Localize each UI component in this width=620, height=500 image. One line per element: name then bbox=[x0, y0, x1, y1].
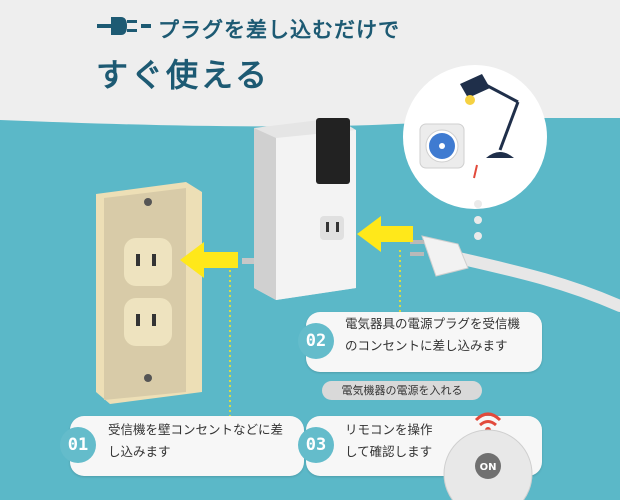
title-line-1: プラグを差し込むだけで bbox=[158, 18, 400, 42]
fan-icon bbox=[419, 123, 465, 169]
step-card-01 bbox=[70, 416, 304, 476]
step-text-03-line2: して確認します bbox=[345, 444, 433, 459]
title-line-2: すぐ使える bbox=[96, 56, 271, 94]
step-pill: 電気機器の電源を入れる bbox=[322, 381, 482, 400]
step-text-03-line1: リモコンを操作 bbox=[345, 422, 433, 437]
arrow-icon bbox=[357, 216, 413, 252]
bubble-dots bbox=[474, 200, 482, 240]
desk-lamp-icon bbox=[460, 74, 520, 158]
appliance-bubble bbox=[403, 65, 547, 209]
step-number-01: 01 bbox=[60, 427, 96, 463]
step-card-02 bbox=[306, 312, 542, 372]
plug-icon bbox=[97, 17, 151, 35]
step-text-01-line2: し込みます bbox=[108, 444, 171, 459]
step-text-02-line1: 電気器具の電源プラグを受信機 bbox=[345, 316, 521, 331]
step-text-02-line2: のコンセントに差し込みます bbox=[345, 338, 508, 353]
remote-icon: ON bbox=[443, 412, 533, 500]
on-button-label: ON bbox=[480, 462, 497, 473]
step-text-01-line1: 受信機を壁コンセントなどに差 bbox=[108, 422, 284, 437]
wall-outlet-icon bbox=[96, 182, 202, 404]
arrow-icon bbox=[180, 242, 238, 278]
receiver-icon bbox=[242, 118, 356, 300]
step-number-03: 03 bbox=[298, 427, 334, 463]
step-number-02: 02 bbox=[298, 323, 334, 359]
plug-cable-icon bbox=[410, 235, 620, 312]
